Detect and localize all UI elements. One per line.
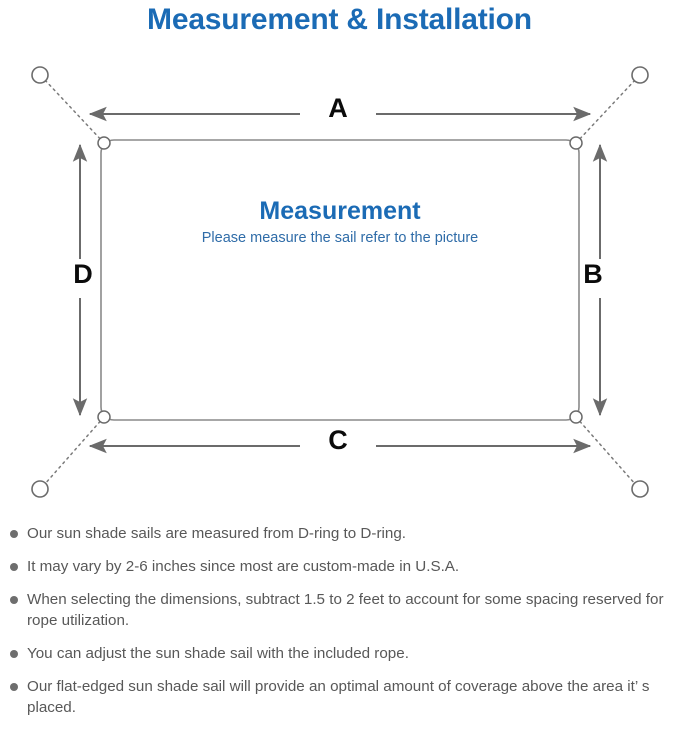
- rope-bottom-right: [575, 416, 637, 486]
- list-item: When selecting the dimensions, subtract …: [0, 589, 679, 631]
- list-item: Our flat-edged sun shade sail will provi…: [0, 676, 679, 718]
- rope-top-right: [575, 78, 637, 144]
- page-title: Measurement & Installation: [147, 3, 532, 36]
- list-item: It may vary by 2-6 inches since most are…: [0, 556, 679, 577]
- bullet-icon: [10, 530, 18, 538]
- list-item: Our sun shade sails are measured from D-…: [0, 523, 679, 544]
- measurement-diagram: [31, 66, 649, 498]
- note-text: You can adjust the sun shade sail with t…: [27, 645, 409, 662]
- d-ring-bottom-left: [97, 410, 111, 424]
- note-text: Our flat-edged sun shade sail will provi…: [27, 678, 650, 716]
- anchor-circle-bottom-left: [31, 480, 49, 498]
- note-text: When selecting the dimensions, subtract …: [27, 591, 664, 629]
- bullet-icon: [10, 683, 18, 691]
- bullet-icon: [10, 563, 18, 571]
- list-item: You can adjust the sun shade sail with t…: [0, 643, 679, 664]
- anchor-circle-top-right: [631, 66, 649, 84]
- rope-top-left: [43, 78, 105, 144]
- shade-sail-body: [100, 139, 580, 421]
- bullet-icon: [10, 650, 18, 658]
- dimension-label-d: D: [73, 259, 93, 289]
- rope-bottom-left: [43, 416, 105, 486]
- anchor-circle-bottom-right: [631, 480, 649, 498]
- d-ring-bottom-right: [569, 410, 583, 424]
- d-ring-top-left: [97, 136, 111, 150]
- dimension-label-a: A: [328, 93, 348, 123]
- notes-list: Our sun shade sails are measured from D-…: [0, 523, 679, 730]
- dimension-label-b: B: [583, 259, 603, 289]
- note-text: It may vary by 2-6 inches since most are…: [27, 558, 460, 575]
- note-text: Our sun shade sails are measured from D-…: [27, 525, 406, 542]
- d-ring-top-right: [569, 136, 583, 150]
- anchor-circle-top-left: [31, 66, 49, 84]
- dimension-label-c: C: [328, 425, 348, 455]
- bullet-icon: [10, 596, 18, 604]
